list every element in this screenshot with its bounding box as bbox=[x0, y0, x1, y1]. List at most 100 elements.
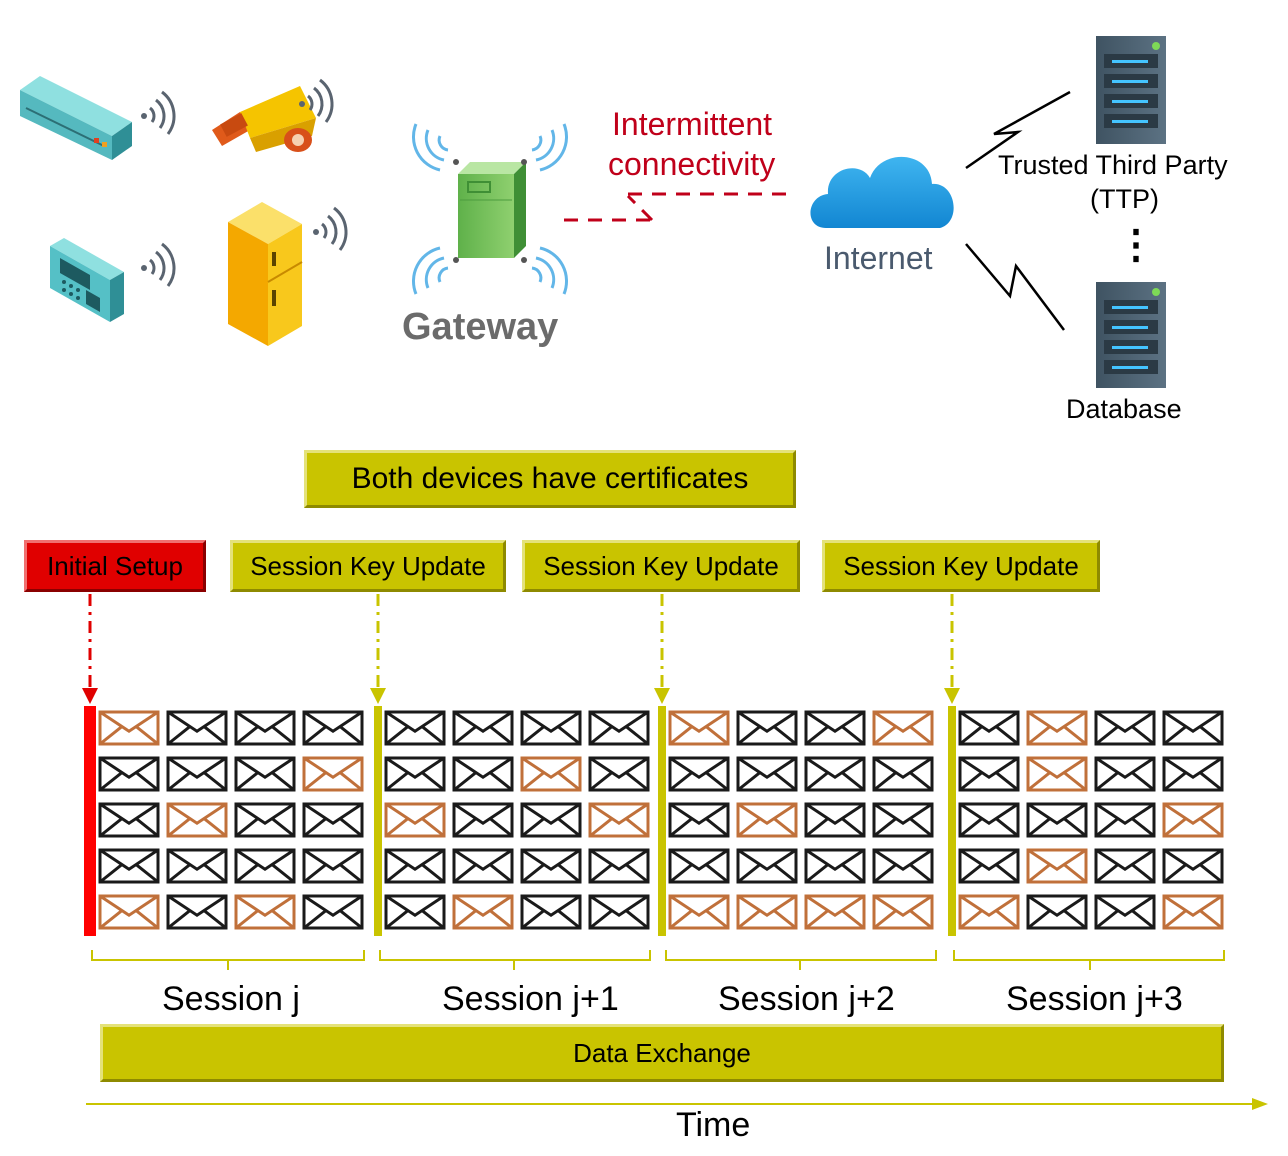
message-envelope-icon bbox=[736, 710, 798, 746]
message-envelope-icon bbox=[302, 756, 364, 792]
session-label: Session j+2 bbox=[718, 980, 895, 1018]
session-bracket bbox=[953, 950, 1225, 970]
message-envelope-icon bbox=[520, 756, 582, 792]
session-label: Session j+3 bbox=[1006, 980, 1183, 1018]
security-camera-icon bbox=[212, 86, 316, 152]
message-envelope-icon bbox=[1094, 756, 1156, 792]
message-envelope-icon bbox=[1026, 848, 1088, 884]
session-bracket bbox=[665, 950, 937, 970]
message-envelope-icon bbox=[736, 756, 798, 792]
message-envelope-icon bbox=[166, 802, 228, 838]
wifi-signal-icon bbox=[141, 90, 176, 135]
message-envelope-icon bbox=[804, 894, 866, 930]
message-envelope-icon bbox=[98, 756, 160, 792]
intermittent-link bbox=[564, 192, 790, 222]
message-envelope-icon bbox=[384, 848, 446, 884]
data-exchange-bar: Data Exchange bbox=[100, 1024, 1224, 1082]
message-envelope-icon bbox=[520, 848, 582, 884]
session-bracket bbox=[379, 950, 651, 970]
session-key-update-box: Session Key Update bbox=[522, 540, 800, 592]
message-envelope-icon bbox=[872, 894, 934, 930]
message-envelope-icon bbox=[98, 894, 160, 930]
refrigerator-icon bbox=[228, 202, 303, 346]
time-arrow bbox=[86, 1098, 1268, 1110]
wifi-signal-icon bbox=[299, 78, 334, 123]
message-envelope-icon bbox=[302, 710, 364, 746]
internet-label: Internet bbox=[824, 240, 933, 276]
initial-setup-arrow bbox=[82, 594, 98, 704]
vertical-ellipsis: ⋮ bbox=[1116, 223, 1156, 267]
message-envelope-icon bbox=[384, 894, 446, 930]
message-envelope-icon bbox=[234, 802, 296, 838]
keypad-device-icon bbox=[50, 238, 124, 322]
message-envelope-icon bbox=[1026, 894, 1088, 930]
message-envelope-icon bbox=[520, 710, 582, 746]
message-envelope-icon bbox=[234, 894, 296, 930]
message-envelope-icon bbox=[384, 756, 446, 792]
key-update-arrow bbox=[654, 594, 670, 704]
message-envelope-icon bbox=[668, 756, 730, 792]
message-envelope-icon bbox=[302, 802, 364, 838]
message-envelope-icon bbox=[804, 756, 866, 792]
message-envelope-icon bbox=[166, 710, 228, 746]
air-conditioner-icon bbox=[20, 76, 132, 160]
message-envelope-icon bbox=[452, 710, 514, 746]
lightning-link-database bbox=[965, 243, 1065, 331]
message-envelope-icon bbox=[958, 802, 1020, 838]
intermittent-label-line1: Intermittent bbox=[612, 106, 773, 142]
lightning-link-ttp bbox=[965, 90, 1071, 170]
message-envelope-icon bbox=[1094, 894, 1156, 930]
message-envelope-icon bbox=[452, 756, 514, 792]
message-envelope-icon bbox=[872, 756, 934, 792]
message-envelope-icon bbox=[804, 848, 866, 884]
session-key-update-box: Session Key Update bbox=[822, 540, 1100, 592]
database-server-icon bbox=[1096, 282, 1166, 388]
database-label: Database bbox=[1066, 394, 1182, 424]
message-envelope-icon bbox=[234, 756, 296, 792]
message-envelope-icon bbox=[958, 756, 1020, 792]
message-envelope-icon bbox=[668, 710, 730, 746]
message-envelope-icon bbox=[384, 802, 446, 838]
message-envelope-icon bbox=[1162, 894, 1224, 930]
message-envelope-icon bbox=[520, 802, 582, 838]
initial-setup-box: Initial Setup bbox=[24, 540, 206, 592]
time-label: Time bbox=[676, 1106, 751, 1144]
message-envelope-icon bbox=[958, 710, 1020, 746]
session-bracket bbox=[91, 950, 365, 970]
message-envelope-icon bbox=[736, 802, 798, 838]
session-start-bar bbox=[84, 706, 96, 936]
message-envelope-icon bbox=[1026, 710, 1088, 746]
message-envelope-icon bbox=[384, 710, 446, 746]
wifi-signal-icon bbox=[141, 242, 176, 287]
message-envelope-icon bbox=[872, 710, 934, 746]
cloud-icon bbox=[810, 156, 954, 228]
session-label: Session j bbox=[162, 980, 300, 1018]
key-update-arrow bbox=[370, 594, 386, 704]
message-envelope-icon bbox=[1162, 848, 1224, 884]
message-envelope-icon bbox=[588, 848, 650, 884]
message-envelope-icon bbox=[588, 802, 650, 838]
message-envelope-icon bbox=[302, 848, 364, 884]
message-envelope-icon bbox=[588, 894, 650, 930]
message-envelope-icon bbox=[1026, 756, 1088, 792]
message-envelope-icon bbox=[234, 848, 296, 884]
message-envelope-icon bbox=[166, 848, 228, 884]
key-update-arrow bbox=[944, 594, 960, 704]
message-envelope-icon bbox=[452, 802, 514, 838]
message-envelope-icon bbox=[520, 894, 582, 930]
message-envelope-icon bbox=[958, 848, 1020, 884]
message-envelope-icon bbox=[234, 710, 296, 746]
message-envelope-icon bbox=[588, 710, 650, 746]
message-envelope-icon bbox=[736, 894, 798, 930]
message-envelope-icon bbox=[98, 710, 160, 746]
message-envelope-icon bbox=[1162, 710, 1224, 746]
ttp-label-line1: Trusted Third Party bbox=[998, 150, 1228, 180]
message-envelope-icon bbox=[668, 848, 730, 884]
message-envelope-icon bbox=[668, 894, 730, 930]
gateway-label: Gateway bbox=[402, 306, 559, 348]
message-envelope-icon bbox=[166, 756, 228, 792]
session-key-update-box: Session Key Update bbox=[230, 540, 506, 592]
message-envelope-icon bbox=[166, 894, 228, 930]
certificates-box: Both devices have certificates bbox=[304, 450, 796, 508]
